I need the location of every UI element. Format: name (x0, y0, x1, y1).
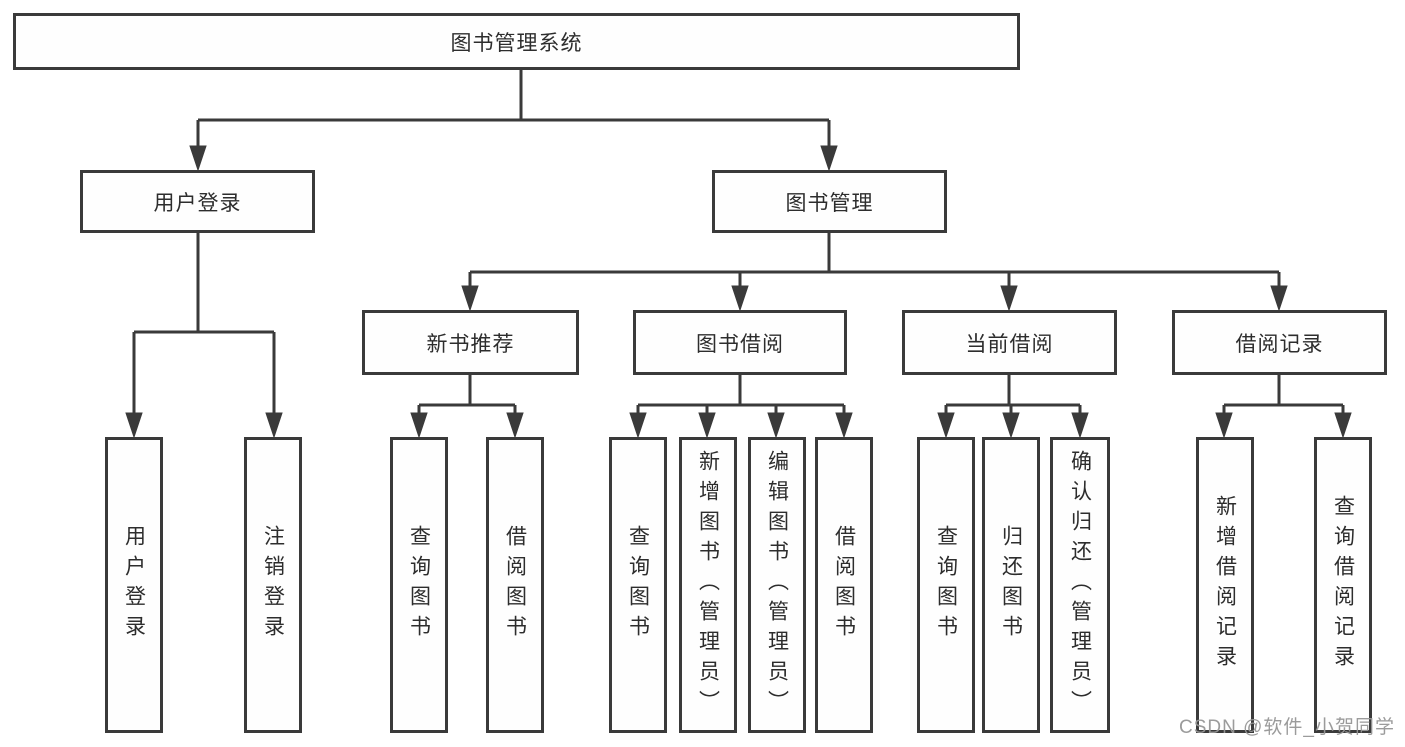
leaf-borrow-query-books-label: 查询图书 (626, 525, 650, 645)
node-current-borrow: 当前借阅 (902, 310, 1117, 375)
leaf-user-login-label: 用户登录 (122, 525, 146, 645)
leaf-add-borrow-record: 新增借阅记录 (1196, 437, 1254, 733)
node-user-login-label: 用户登录 (153, 191, 242, 215)
leaf-add-borrow-record-label: 新增借阅记录 (1213, 495, 1237, 675)
leaf-add-books-admin: 新增图书（管理员） (679, 437, 737, 733)
node-new-book-recommend: 新书推荐 (362, 310, 579, 375)
node-library-system-label: 图书管理系统 (450, 31, 583, 55)
leaf-edit-books-admin: 编辑图书（管理员） (748, 437, 806, 733)
leaf-recommend-query-books-label: 查询图书 (407, 525, 431, 645)
node-borrow-records-label: 借阅记录 (1235, 332, 1324, 356)
leaf-recommend-borrow-books: 借阅图书 (486, 437, 544, 733)
leaf-current-query-books: 查询图书 (917, 437, 975, 733)
leaf-add-books-admin-label: 新增图书（管理员） (696, 450, 720, 720)
node-library-system: 图书管理系统 (13, 13, 1020, 70)
node-user-login: 用户登录 (80, 170, 315, 233)
leaf-return-books: 归还图书 (982, 437, 1040, 733)
leaf-borrow-books: 借阅图书 (815, 437, 873, 733)
leaf-current-query-books-label: 查询图书 (934, 525, 958, 645)
leaf-recommend-query-books: 查询图书 (390, 437, 448, 733)
leaf-confirm-return-admin-label: 确认归还（管理员） (1068, 450, 1092, 720)
leaf-borrow-books-label: 借阅图书 (832, 525, 856, 645)
node-book-borrow-label: 图书借阅 (696, 332, 784, 356)
leaf-query-borrow-record-label: 查询借阅记录 (1331, 495, 1355, 675)
leaf-return-books-label: 归还图书 (999, 525, 1023, 645)
node-new-book-recommend-label: 新书推荐 (426, 332, 515, 356)
leaf-query-borrow-record: 查询借阅记录 (1314, 437, 1372, 733)
node-book-management-label: 图书管理 (785, 191, 874, 215)
leaf-edit-books-admin-label: 编辑图书（管理员） (765, 450, 789, 720)
leaf-user-login: 用户登录 (105, 437, 163, 733)
node-book-borrow: 图书借阅 (633, 310, 847, 375)
node-current-borrow-label: 当前借阅 (965, 332, 1054, 356)
leaf-recommend-borrow-books-label: 借阅图书 (503, 525, 527, 645)
node-book-management: 图书管理 (712, 170, 947, 233)
leaf-borrow-query-books: 查询图书 (609, 437, 667, 733)
leaf-logout: 注销登录 (244, 437, 302, 733)
node-borrow-records: 借阅记录 (1172, 310, 1387, 375)
leaf-confirm-return-admin: 确认归还（管理员） (1050, 437, 1110, 733)
leaf-logout-label: 注销登录 (261, 525, 285, 645)
csdn-watermark: CSDN @软件_小贺同学 (1179, 717, 1395, 738)
